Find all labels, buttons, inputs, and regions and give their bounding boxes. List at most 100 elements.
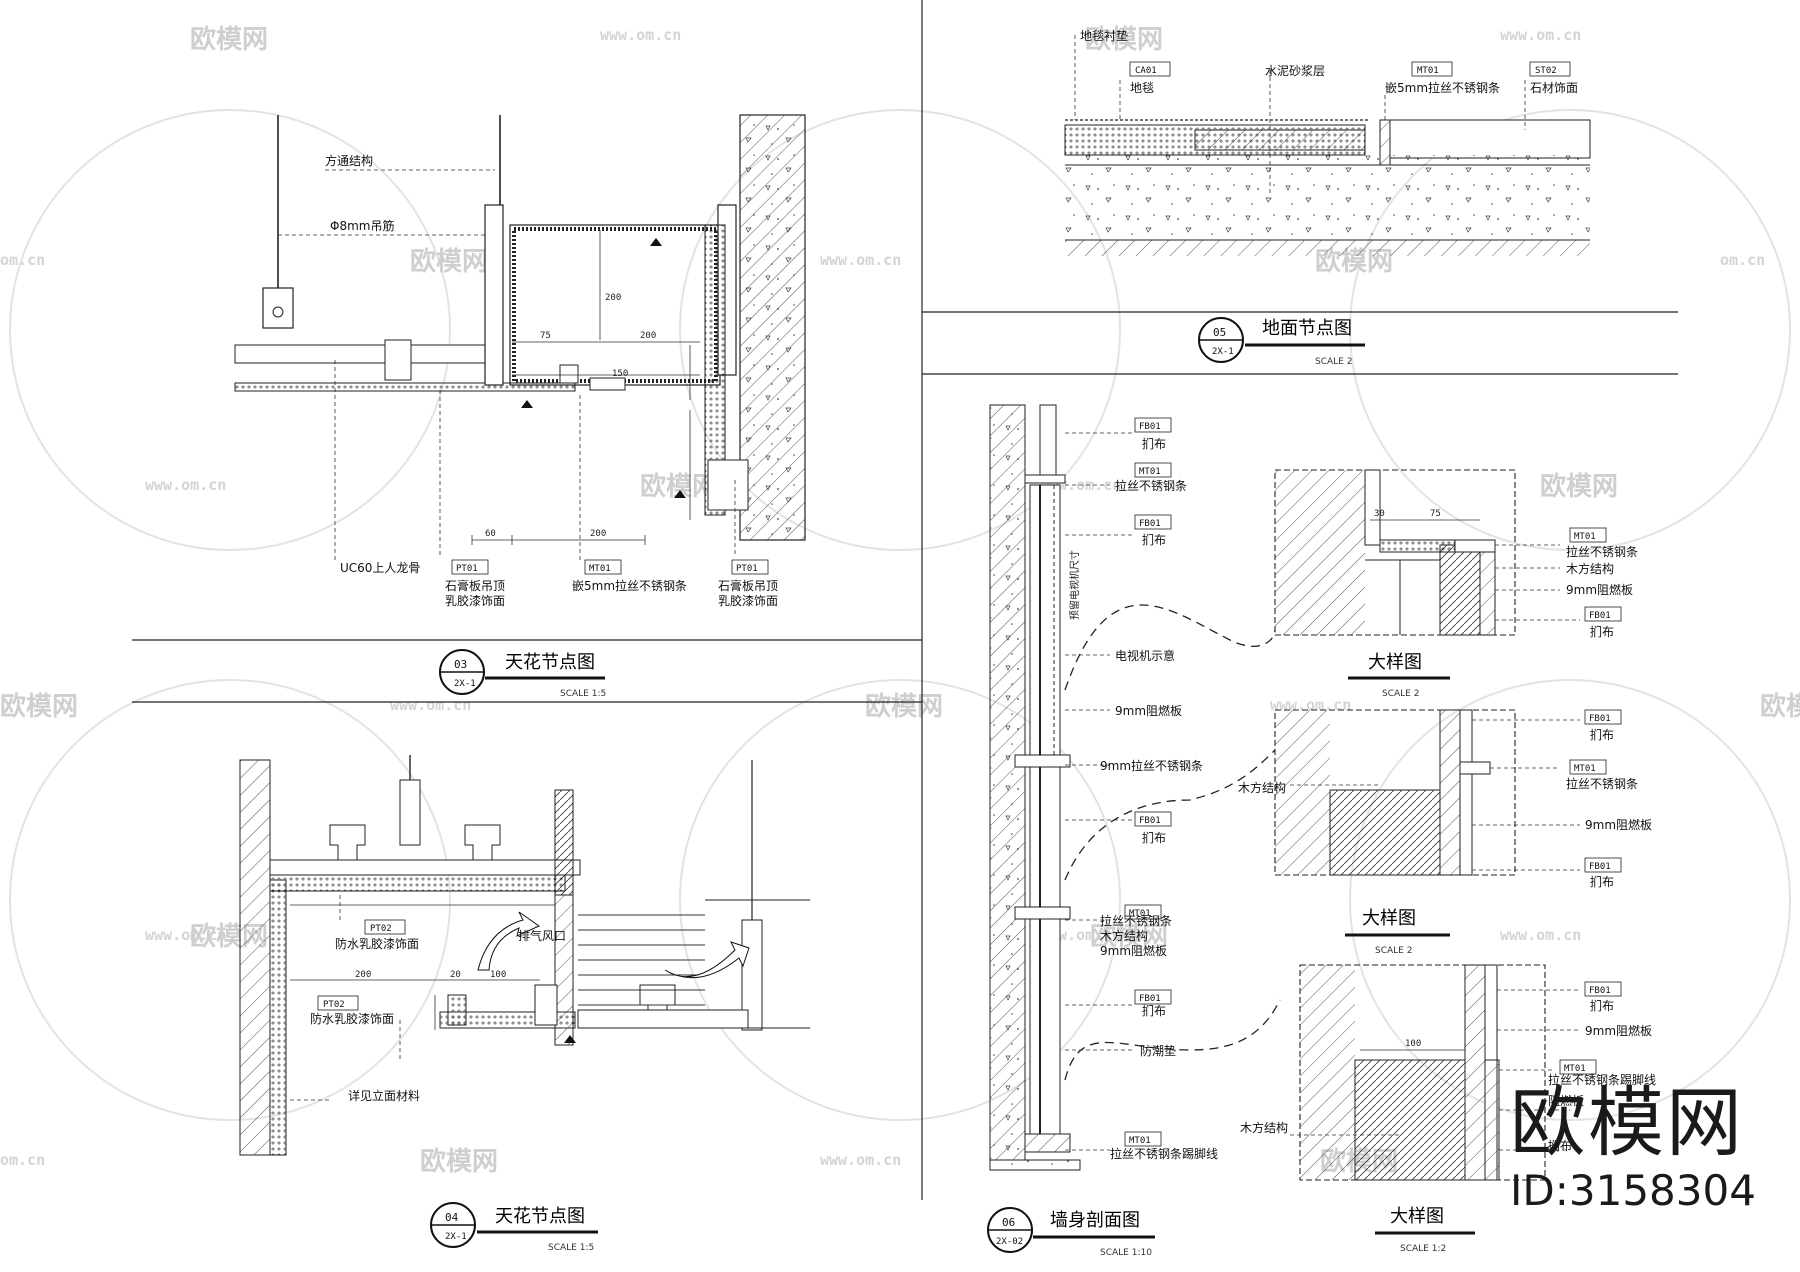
label-square-tube-structure: 方通结构 <box>325 153 373 168</box>
dim-label: 200 <box>355 970 371 980</box>
material-tag: FB01 <box>1589 611 1611 621</box>
label-fire-board: 9mm阻燃板 <box>1566 582 1633 597</box>
label-fabric: 扪布 <box>1590 998 1614 1013</box>
material-tag: FB01 <box>1139 816 1161 826</box>
material-tag: FB01 <box>1589 986 1611 996</box>
label-fabric: 扪布 <box>1142 830 1166 845</box>
dim-label: 100 <box>1405 1039 1421 1049</box>
drawing-scale: SCALE 1:5 <box>560 689 606 699</box>
dim-label: 100 <box>490 970 506 980</box>
drawing-scale: SCALE 1:5 <box>548 1243 594 1253</box>
label-steel-strip: 拉丝不锈钢条 <box>1100 913 1172 928</box>
material-tag: MT01 <box>1574 532 1596 542</box>
watermark-url: www.om.cn <box>145 476 226 494</box>
label-uc60-keel: UC60上人龙骨 <box>340 561 420 575</box>
drawing-number: 05 <box>1213 326 1226 339</box>
material-tag: MT01 <box>1574 764 1596 774</box>
watermark-url: www.om.cn <box>1500 26 1581 44</box>
label-skirting: 拉丝不锈钢条踢脚线 <box>1110 1146 1218 1161</box>
material-tag: MT01 <box>1129 1136 1151 1146</box>
material-tag: FB01 <box>1589 714 1611 724</box>
detail-title: 大样图 <box>1362 908 1416 929</box>
watermark-brand: 欧模网 <box>410 246 488 277</box>
label-stone-finish: 石材饰面 <box>1530 81 1578 95</box>
label-wood-structure: 木方结构 <box>1100 928 1148 943</box>
dim-label: 75 <box>1430 509 1441 519</box>
material-tag: MT01 <box>1417 66 1439 76</box>
drawing-sheet-ref: 2X-1 <box>445 1232 467 1242</box>
drawing-scale: SCALE 1:10 <box>1100 1248 1152 1258</box>
watermark-brand: 欧模网 <box>1540 471 1618 502</box>
label-fabric: 扪布 <box>1590 727 1614 742</box>
drawing-06-wall-section: 预留电视机尺寸 FB01 扪布 MT01 拉丝不锈钢条 FB01 扪布 电视机示… <box>987 404 1281 1258</box>
label-tv-reserved-size: 预留电视机尺寸 <box>1068 550 1081 620</box>
label-steel-strip: 拉丝不锈钢条 <box>1566 776 1638 791</box>
watermark-url: www.om.cn <box>145 926 226 944</box>
material-tag: FB01 <box>1139 422 1161 432</box>
label-latex-paint: 乳胶漆饰面 <box>445 593 505 608</box>
label-fabric: 扪布 <box>1590 624 1614 639</box>
material-tag: MT01 <box>1129 909 1151 919</box>
watermark-brand: 欧模网 <box>190 24 268 55</box>
sheet-dividers <box>132 0 1678 1200</box>
detail-1: 30 75 MT01 拉丝不锈钢条 木方结构 9mm阻燃板 FB01 扪布 大样… <box>1274 469 1638 699</box>
watermark-url: www.om.cn <box>600 26 681 44</box>
label-carpet: 地毯 <box>1130 81 1154 95</box>
dim-label: 200 <box>605 293 621 303</box>
material-tag: CA01 <box>1135 66 1157 76</box>
drawing-sheet-ref: 2X-1 <box>1212 347 1234 357</box>
detail-2: FB01 扪布 MT01 拉丝不锈钢条 木方结构 9mm阻燃板 FB01 扪布 … <box>1238 709 1652 956</box>
label-fire-board: 9mm阻燃板 <box>1100 943 1167 958</box>
watermark-brand: 欧模网 <box>0 691 78 722</box>
detail-title: 大样图 <box>1390 1206 1444 1227</box>
watermark-brand: 欧模网 <box>1090 921 1168 952</box>
brand-logo-text: 欧模网 <box>1510 1078 1744 1167</box>
material-tag: MT01 <box>1139 467 1161 477</box>
label-fire-board: 9mm阻燃板 <box>1585 817 1652 832</box>
label-fire-board: 阻燃板 <box>1548 1093 1584 1108</box>
detail-scale: SCALE 2 <box>1375 946 1412 956</box>
drawing-title: 墙身剖面图 <box>1050 1210 1140 1231</box>
drawing-03-ceiling-node: 75 200 200 60 200 150 方通结构 Φ8mm吊筋 UC60上人… <box>234 114 806 699</box>
watermark-url: www.om.cn <box>820 251 901 269</box>
label-wood-structure: 木方结构 <box>1240 1120 1288 1135</box>
label-latex-paint: 乳胶漆饰面 <box>718 593 778 608</box>
label-waterproof-latex: 防水乳胶漆饰面 <box>335 936 419 951</box>
drawing-number: 03 <box>454 658 467 671</box>
label-fire-board: 9mm阻燃板 <box>1115 703 1182 718</box>
drawing-scale: SCALE 2 <box>1315 357 1352 367</box>
drawing-title: 天花节点图 <box>495 1206 585 1227</box>
detail-title: 大样图 <box>1368 652 1422 673</box>
material-tag: PT02 <box>370 924 392 934</box>
label-moisture-pad: 防潮垫 <box>1140 1043 1176 1058</box>
watermark-brand: 欧模网 <box>1085 24 1163 55</box>
drawing-sheet-ref: 2X-02 <box>996 1237 1023 1247</box>
label-steel-strip: 拉丝不锈钢条 <box>1566 544 1638 559</box>
dim-label: 200 <box>590 529 606 539</box>
label-fabric: 扪布 <box>1548 1138 1572 1153</box>
watermark-url: om.cn <box>0 251 45 269</box>
drawing-title: 天花节点图 <box>505 652 595 673</box>
watermark-url: www.om.cn <box>820 1151 901 1169</box>
watermark-url: www.om.cn <box>390 696 471 714</box>
material-tag: MT01 <box>1564 1064 1586 1074</box>
material-tag: FB01 <box>1139 994 1161 1004</box>
label-carpet-underlay: 地毯衬垫 <box>1080 28 1128 43</box>
dim-label: 200 <box>640 331 656 341</box>
drawing-number: 06 <box>1002 1216 1015 1229</box>
label-exhaust-vent: 排气风口 <box>518 928 566 943</box>
dim-label: 150 <box>612 369 628 379</box>
detail-scale: SCALE 2 <box>1382 689 1419 699</box>
model-id: ID:3158304 <box>1510 1166 1756 1215</box>
label-waterproof-latex: 防水乳胶漆饰面 <box>310 1011 394 1026</box>
label-steel-strip: 拉丝不锈钢条 <box>1115 478 1187 493</box>
dim-label: 20 <box>450 970 461 980</box>
label-tv-indicative: 电视机示意 <box>1115 648 1175 663</box>
drawing-title: 地面节点图 <box>1262 318 1352 339</box>
material-tag: MT01 <box>589 564 611 574</box>
watermark-url: om.cn <box>1720 251 1765 269</box>
watermark-url: om.cn <box>0 1151 45 1169</box>
dim-label: 75 <box>540 331 551 341</box>
label-fabric: 扪布 <box>1590 874 1614 889</box>
